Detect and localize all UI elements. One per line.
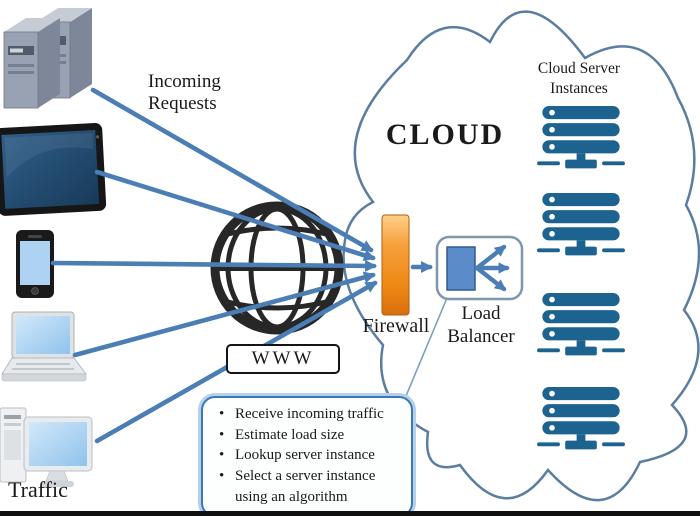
desktop-icon xyxy=(0,407,93,487)
lb-fan-arrows xyxy=(474,244,510,292)
callout-item: Receive incoming traffic xyxy=(213,404,405,425)
callout-item: Select a server instance using an algori… xyxy=(213,466,405,507)
cloud-label: CLOUD xyxy=(385,118,505,151)
www-label: WWW xyxy=(251,348,315,369)
load-balancer-callout-box: Receive incoming traffic Estimate load s… xyxy=(201,396,413,516)
traffic-label: Traffic xyxy=(8,477,68,502)
tablet-icon xyxy=(0,123,107,216)
laptop-icon xyxy=(1,311,87,382)
cloud-server-instances-label: Cloud Server Instances xyxy=(537,60,621,98)
image-bottom-border xyxy=(0,511,700,516)
firewall-label: Firewall xyxy=(362,315,430,337)
tower-server-icon xyxy=(3,8,92,109)
callout-leader-line xyxy=(405,297,448,397)
incoming-requests-label: Incoming Requests xyxy=(148,71,221,114)
callout-item: Estimate load size xyxy=(213,425,405,446)
load-balancer-icon xyxy=(435,235,524,301)
load-balancer-label: Load Balancer xyxy=(447,303,515,347)
globe-icon xyxy=(210,201,344,335)
callout-list: Receive incoming traffic Estimate load s… xyxy=(213,404,405,507)
firewall-icon xyxy=(381,214,410,316)
callout-item: Lookup server instance xyxy=(213,445,405,466)
www-box: WWW xyxy=(226,344,340,374)
smartphone-icon xyxy=(16,230,54,298)
